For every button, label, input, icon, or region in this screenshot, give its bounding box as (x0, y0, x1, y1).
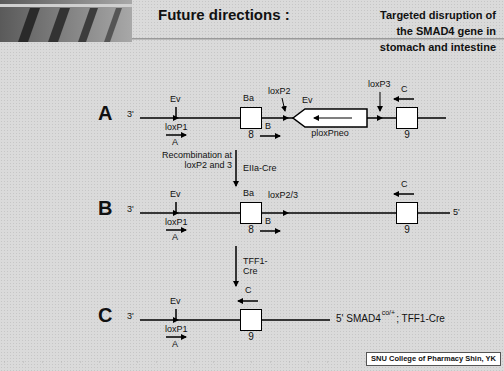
site-label: Ev (302, 95, 313, 105)
site-label: C (245, 285, 252, 295)
end-label: 3' (127, 204, 134, 214)
row-a (140, 92, 446, 136)
loxp-triangle (283, 210, 289, 216)
exon-box: 9 (240, 309, 262, 342)
header-band (0, 0, 132, 42)
primer-arrow (260, 135, 280, 137)
exon-number: 8 (240, 224, 262, 235)
panel-letter: B (98, 197, 112, 220)
genotype-superscript: co/+ (382, 309, 395, 317)
loxp-label: loxP2/3 (268, 190, 298, 200)
exon-outline (396, 202, 418, 224)
primer-arrow (238, 300, 258, 302)
footer-dots (4, 362, 380, 363)
header-bar (104, 8, 122, 42)
exon-number: 9 (396, 129, 418, 140)
header-bar (48, 8, 70, 42)
exon-number: 9 (396, 224, 418, 235)
exon-box: 8 (240, 202, 262, 235)
loxp-label: loxP1 (165, 324, 188, 334)
exon-number: 9 (240, 331, 262, 342)
loxp-label: loxP3 (368, 79, 391, 89)
cassette-direction (314, 117, 352, 118)
step-arrow (235, 150, 237, 186)
loxp-triangle (283, 115, 289, 121)
exon-number: 8 (240, 129, 262, 140)
loxp-triangle (173, 317, 179, 323)
primer-arrow (260, 230, 280, 232)
loxp-triangle (173, 210, 179, 216)
leader-line (380, 92, 381, 111)
primer-label: A (172, 137, 178, 147)
primer-label: A (172, 339, 178, 349)
end-label: 5' (453, 207, 460, 217)
header-rule (132, 38, 504, 40)
site-label: C (401, 84, 408, 94)
step-arrow (235, 246, 237, 286)
site-label: Ba (243, 188, 254, 198)
slide-title: Future directions : (158, 6, 290, 23)
step-note: Recombination at loxP2 and 3 (142, 150, 232, 171)
site-label: Ev (170, 296, 181, 306)
loxp-label: loxP2 (268, 86, 291, 96)
primer-arrow (166, 229, 186, 231)
row-c (140, 301, 330, 337)
cassette-label: ploxPneo (292, 128, 368, 139)
site-label: Ba (243, 93, 254, 103)
credit-text: SNU College of Pharmacy Shin, YK (371, 354, 496, 364)
cre-label: TFF1- Cre (243, 256, 277, 277)
header-bar (18, 8, 40, 42)
credit-box: SNU College of Pharmacy Shin, YK (366, 352, 501, 366)
exon-box: 9 (396, 107, 418, 140)
loxp-sites-b (173, 210, 289, 216)
exon-outline (396, 107, 418, 129)
cassette-shape (293, 109, 367, 127)
panel-letter: C (98, 304, 112, 327)
end-label: 3' (127, 311, 134, 321)
genotype-label: 5' SMAD4 (336, 313, 381, 325)
primer-label: A (172, 232, 178, 242)
primer-arrow (394, 193, 414, 195)
cre-label: EIIa-Cre (243, 163, 277, 173)
header-stripe (0, 4, 132, 7)
loxp-triangle (377, 115, 383, 121)
primer-arrow (394, 98, 414, 100)
leader-line (282, 98, 285, 111)
exon-box: 9 (396, 202, 418, 235)
step-arrows (235, 150, 237, 286)
site-label: Ev (170, 189, 181, 199)
primer-label: B (265, 216, 271, 226)
primer-label: B (265, 121, 271, 131)
site-label: C (401, 179, 408, 189)
genomic-line (140, 319, 330, 321)
cassette-outline (292, 108, 368, 128)
primer-arrow (166, 336, 186, 338)
end-label: 3' (127, 109, 134, 119)
exon-outline (240, 107, 262, 129)
primer-arrow (166, 134, 186, 136)
genotype-label: ; TFF1-Cre (396, 313, 445, 325)
exon-box: 8 (240, 107, 262, 140)
loxp-label: loxP1 (165, 217, 188, 227)
header-bar (78, 8, 98, 42)
panel-letter: A (98, 102, 112, 125)
slide-subtitle: Targeted disruption of the SMAD4 gene in… (368, 7, 496, 55)
neo-cassette: ploxPneo (292, 108, 368, 139)
loxp-label: loxP1 (165, 122, 188, 132)
loxp-triangle (173, 115, 179, 121)
exon-outline (240, 309, 262, 331)
exon-outline (240, 202, 262, 224)
site-label: Ev (170, 94, 181, 104)
